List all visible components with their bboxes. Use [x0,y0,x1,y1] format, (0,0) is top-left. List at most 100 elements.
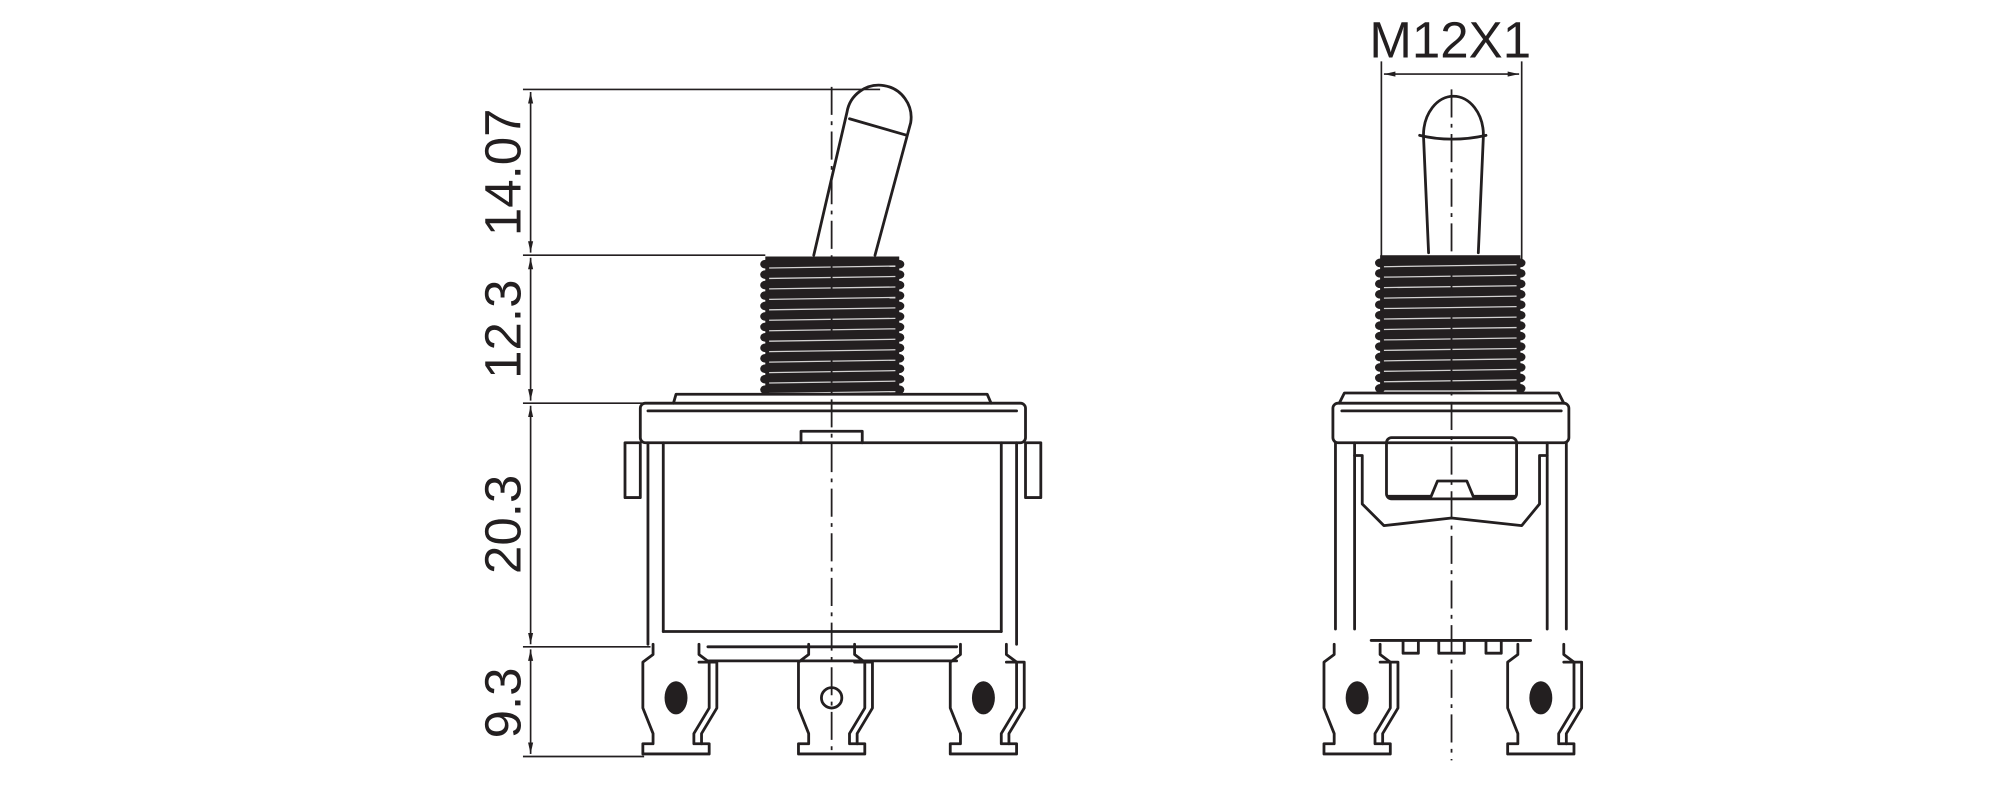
thread-ridge [1515,300,1526,310]
terminal-hole [1345,681,1369,715]
thread-groove [1383,326,1517,331]
thread-ridge [894,322,905,332]
extension-lines [522,88,881,758]
terminal-hole [971,681,995,715]
thread-groove [1383,358,1517,362]
thread-ridge [760,385,771,395]
thread-ridge [1515,269,1526,278]
thread-groove [1383,368,1517,372]
thread-ridge [1375,258,1386,268]
thread-ridge [760,301,771,311]
thread-ridge [894,301,905,311]
thread-ridge [894,374,905,384]
toggle-lever-front [1418,94,1488,255]
thread-groove [1383,274,1517,278]
thread-ridge [1515,289,1526,299]
thread-ridge [1375,300,1386,310]
thread-ridge [1375,352,1386,362]
terminal-hole [1529,681,1553,715]
thread-ridge [760,270,771,279]
thread-groove [1383,347,1517,352]
terminal-edge [853,660,874,746]
thread-ridge [1375,310,1386,320]
thread-ridge [1515,258,1526,268]
thread-ridge [1375,363,1386,372]
terminal-lug [948,642,1018,756]
dimension-bushing-height: 12.3 [474,280,531,379]
thread-ridge [1515,352,1526,362]
thread-ridge [1515,342,1526,351]
thread-size-label: M12X1 [1369,12,1531,69]
thread-ridge [1375,269,1386,278]
thread-ridge [760,333,771,342]
thread-ridge [760,291,771,300]
solder-terminals-front [1322,642,1584,756]
thread-ridge [760,322,771,332]
thread-groove [1383,337,1517,341]
thread-ridge [894,333,905,342]
thread-groove [769,296,896,300]
thread-groove [769,338,896,342]
dimension-lever-height: 14.07 [474,108,531,236]
thread-ridge [1375,384,1386,393]
thread-ridge [894,312,905,321]
switch-body [623,392,1043,663]
solder-terminals [641,642,1026,756]
thread-ridge [760,374,771,384]
thread-ridge [894,385,905,395]
thread-ridge [1375,279,1386,289]
terminal-lug [797,642,867,756]
thread-ridge [1515,279,1526,289]
front-view: M12X1 [1322,12,1584,761]
thread-groove [1383,316,1517,320]
thread-ridge [1515,384,1526,393]
thread-ridge [760,280,771,290]
dimension-terminal-height: 9.3 [474,667,531,738]
dimension-body-height: 20.3 [474,475,531,574]
thread-groove [1383,305,1517,310]
thread-ridge [1375,373,1386,383]
terminal-lug [641,642,711,756]
thread-groove [769,349,896,353]
thread-ridge [760,343,771,353]
thread-groove [1383,285,1517,289]
thread-ridge [894,270,905,279]
thread-groove [1383,379,1517,383]
thread-ridge [1375,289,1386,299]
thread-ridge [760,364,771,374]
terminal-lug [1322,642,1392,756]
terminal-edge [1378,660,1400,746]
threaded-bushing-front [1375,255,1526,393]
thread-ridge [1515,331,1526,341]
terminal-edge [697,660,719,746]
thread-ridge [1375,331,1386,341]
thread-groove [769,307,896,311]
thread-ridge [1515,373,1526,383]
thread-ridge [894,353,905,363]
thread-ridge [1515,321,1526,330]
thread-ridge [760,259,771,269]
terminal-edge [1004,660,1026,746]
thread-groove [1383,264,1517,268]
thread-ridge [1375,342,1386,351]
terminal-lug [1506,642,1576,756]
side-view: 14.07 12.3 20.3 9.3 [474,83,1043,758]
thread-ridge [1375,321,1386,330]
thread-ridge [894,259,905,269]
thread-ridge [894,364,905,374]
toggle-lever [812,83,913,257]
thread-ridge [894,291,905,300]
terminal-edge [1562,660,1584,746]
thread-ridge [1515,310,1526,320]
thread-ridge [1515,363,1526,372]
thread-groove [1383,295,1517,299]
thread-ridge [760,353,771,363]
thread-core [1380,255,1521,391]
switch-body-front [1331,391,1571,655]
terminal-hole [664,681,688,715]
thread-ridge [894,280,905,290]
thread-ridge [894,343,905,353]
thread-ridge [760,312,771,321]
